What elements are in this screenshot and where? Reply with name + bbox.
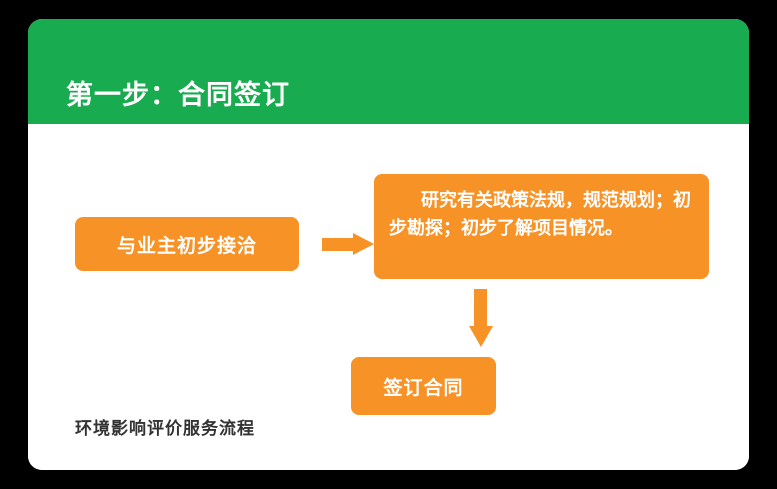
arrow-right-head (353, 233, 374, 255)
arrow-right-icon (322, 233, 374, 256)
arrow-down-shaft (474, 289, 487, 327)
flow-node-research[interactable]: 研究有关政策法规，规范规划；初步勘探；初步了解项目情况。 (374, 174, 709, 279)
slide-header-band: 第一步：合同签订 (28, 19, 749, 124)
flow-node-sign[interactable]: 签订合同 (351, 357, 496, 415)
flow-node-contact[interactable]: 与业主初步接洽 (75, 217, 299, 271)
arrow-down-icon (469, 289, 493, 347)
flow-node-contact-label: 与业主初步接洽 (116, 235, 257, 257)
arrow-right-shaft (322, 238, 354, 251)
footer-label: 环境影响评价服务流程 (75, 419, 255, 438)
page-title: 第一步：合同签订 (66, 80, 290, 110)
slide: 第一步：合同签订 与业主初步接洽 研究有关政策法规，规范规划；初步勘探；初步了解… (28, 19, 749, 470)
slide-body: 与业主初步接洽 研究有关政策法规，规范规划；初步勘探；初步了解项目情况。 签订合… (28, 124, 749, 470)
flow-node-sign-label: 签订合同 (383, 377, 464, 399)
flow-node-research-label: 研究有关政策法规，规范规划；初步勘探；初步了解项目情况。 (389, 190, 691, 238)
arrow-down-head (469, 326, 493, 347)
